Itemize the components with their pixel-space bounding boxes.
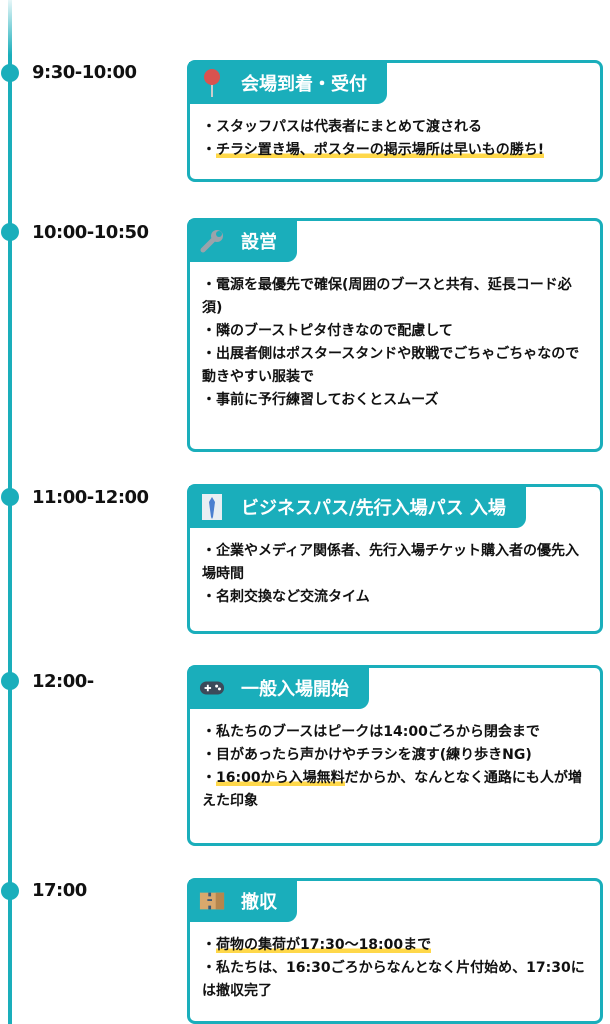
card-title: ビジネスパス/先行入場パス 入場 bbox=[241, 498, 506, 519]
item-text: ・私たちは、16:30ごろからなんとなく片付始め、17:30には撤収完了 bbox=[202, 960, 585, 999]
timeline-line bbox=[8, 0, 12, 1024]
item-text: ・企業やメディア関係者、先行入場チケット購入者の優先入場時間 bbox=[202, 543, 580, 582]
bullet-item: ・出展者側はポスタースタンドや敗戦でごちゃごちゃなので動きやすい服装で bbox=[202, 343, 586, 389]
bullet-item: ・16:00から入場無料だからか、なんとなく通路にも人が増えた印象 bbox=[202, 767, 586, 813]
time-label: 9:30-10:00 bbox=[32, 62, 137, 83]
timeline-dot bbox=[1, 64, 19, 82]
item-text: ・出展者側はポスタースタンドや敗戦でごちゃごちゃなので動きやすい服装で bbox=[202, 346, 580, 385]
cardboard-box-icon bbox=[199, 887, 225, 915]
schedule-card: 設営・電源を最優先で確保(周囲のブースと共有、延長コード必須) ・隣のブーストピタ… bbox=[187, 218, 603, 452]
item-text: だからか、なんとなく通路にも人が増えた印象 bbox=[202, 770, 582, 809]
schedule-card: 会場到着・受付・スタッフパスは代表者にまとめて渡される・チラシ置き場、ポスターの… bbox=[187, 60, 603, 182]
pushpin-icon bbox=[199, 69, 225, 97]
bullet-item: ・スタッフパスは代表者にまとめて渡される bbox=[202, 116, 586, 139]
time-label: 10:00-10:50 bbox=[32, 222, 149, 243]
bullet-item: ・企業やメディア関係者、先行入場チケット購入者の優先入場時間 bbox=[202, 540, 586, 586]
gamepad-icon bbox=[199, 674, 225, 702]
card-header: 撤収 bbox=[189, 880, 297, 922]
card-title: 撤収 bbox=[241, 892, 277, 913]
wrench-icon bbox=[199, 227, 225, 255]
item-text: ・電源を最優先で確保(周囲のブースと共有、延長コード必須) bbox=[202, 277, 572, 316]
highlighted-text: 16:00から入場無料 bbox=[216, 770, 345, 786]
bullet-item: ・私たちのブースはピークは14:00ごろから閉会まで bbox=[202, 721, 586, 744]
item-text: ・目があったら声かけやチラシを渡す(練り歩きNG) bbox=[202, 747, 532, 763]
item-text: ・事前に予行練習しておくとスムーズ bbox=[202, 392, 439, 408]
item-text: ・スタッフパスは代表者にまとめて渡される bbox=[202, 119, 482, 135]
time-label: 12:00- bbox=[32, 671, 94, 692]
card-body: ・私たちのブースはピークは14:00ごろから閉会まで・目があったら声かけやチラシ… bbox=[190, 709, 600, 823]
time-label: 17:00 bbox=[32, 880, 87, 901]
item-text: ・ bbox=[202, 142, 216, 158]
item-text: ・隣のブーストピタ付きなので配慮して bbox=[202, 323, 453, 339]
card-title: 設営 bbox=[241, 232, 277, 253]
card-body: ・荷物の集荷が17:30〜18:00まで・私たちは、16:30ごろからなんとなく… bbox=[190, 922, 600, 1013]
item-text: ・ bbox=[202, 770, 216, 786]
bullet-item: ・目があったら声かけやチラシを渡す(練り歩きNG) bbox=[202, 744, 586, 767]
timeline-dot bbox=[1, 882, 19, 900]
item-text: ・私たちのブースはピークは14:00ごろから閉会まで bbox=[202, 724, 540, 740]
card-body: ・スタッフパスは代表者にまとめて渡される・チラシ置き場、ポスターの掲示場所は早い… bbox=[190, 104, 600, 172]
card-header: 一般入場開始 bbox=[189, 667, 369, 709]
highlighted-text: チラシ置き場、ポスターの掲示場所は早いもの勝ち! bbox=[216, 142, 545, 158]
necktie-shirt-icon bbox=[199, 493, 225, 521]
highlighted-text: 荷物の集荷が17:30〜18:00まで bbox=[216, 937, 432, 953]
bullet-item: ・事前に予行練習しておくとスムーズ bbox=[202, 389, 586, 412]
bullet-item: ・電源を最優先で確保(周囲のブースと共有、延長コード必須) bbox=[202, 274, 586, 320]
card-body: ・電源を最優先で確保(周囲のブースと共有、延長コード必須) ・隣のブーストピタ付き… bbox=[190, 262, 600, 422]
timeline-dot bbox=[1, 672, 19, 690]
timeline-dot bbox=[1, 223, 19, 241]
card-header: 会場到着・受付 bbox=[189, 62, 387, 104]
timeline-dot bbox=[1, 488, 19, 506]
card-header: ビジネスパス/先行入場パス 入場 bbox=[189, 486, 526, 528]
bullet-item: ・チラシ置き場、ポスターの掲示場所は早いもの勝ち! bbox=[202, 139, 586, 162]
bullet-item: ・名刺交換など交流タイム bbox=[202, 586, 586, 609]
card-body: ・企業やメディア関係者、先行入場チケット購入者の優先入場時間・名刺交換など交流タ… bbox=[190, 528, 600, 619]
timeline-line-fade bbox=[8, 0, 12, 55]
item-text: ・ bbox=[202, 937, 216, 953]
schedule-card: 一般入場開始・私たちのブースはピークは14:00ごろから閉会まで・目があったら声… bbox=[187, 665, 603, 846]
schedule-card: ビジネスパス/先行入場パス 入場・企業やメディア関係者、先行入場チケット購入者の… bbox=[187, 484, 603, 634]
schedule-card: 撤収・荷物の集荷が17:30〜18:00まで・私たちは、16:30ごろからなんと… bbox=[187, 878, 603, 1024]
bullet-item: ・隣のブーストピタ付きなので配慮して bbox=[202, 320, 586, 343]
item-text: ・名刺交換など交流タイム bbox=[202, 589, 370, 605]
card-title: 会場到着・受付 bbox=[241, 74, 367, 95]
card-header: 設営 bbox=[189, 220, 297, 262]
time-label: 11:00-12:00 bbox=[32, 487, 149, 508]
bullet-item: ・私たちは、16:30ごろからなんとなく片付始め、17:30には撤収完了 bbox=[202, 957, 586, 1003]
card-title: 一般入場開始 bbox=[241, 679, 349, 700]
bullet-item: ・荷物の集荷が17:30〜18:00まで bbox=[202, 934, 586, 957]
